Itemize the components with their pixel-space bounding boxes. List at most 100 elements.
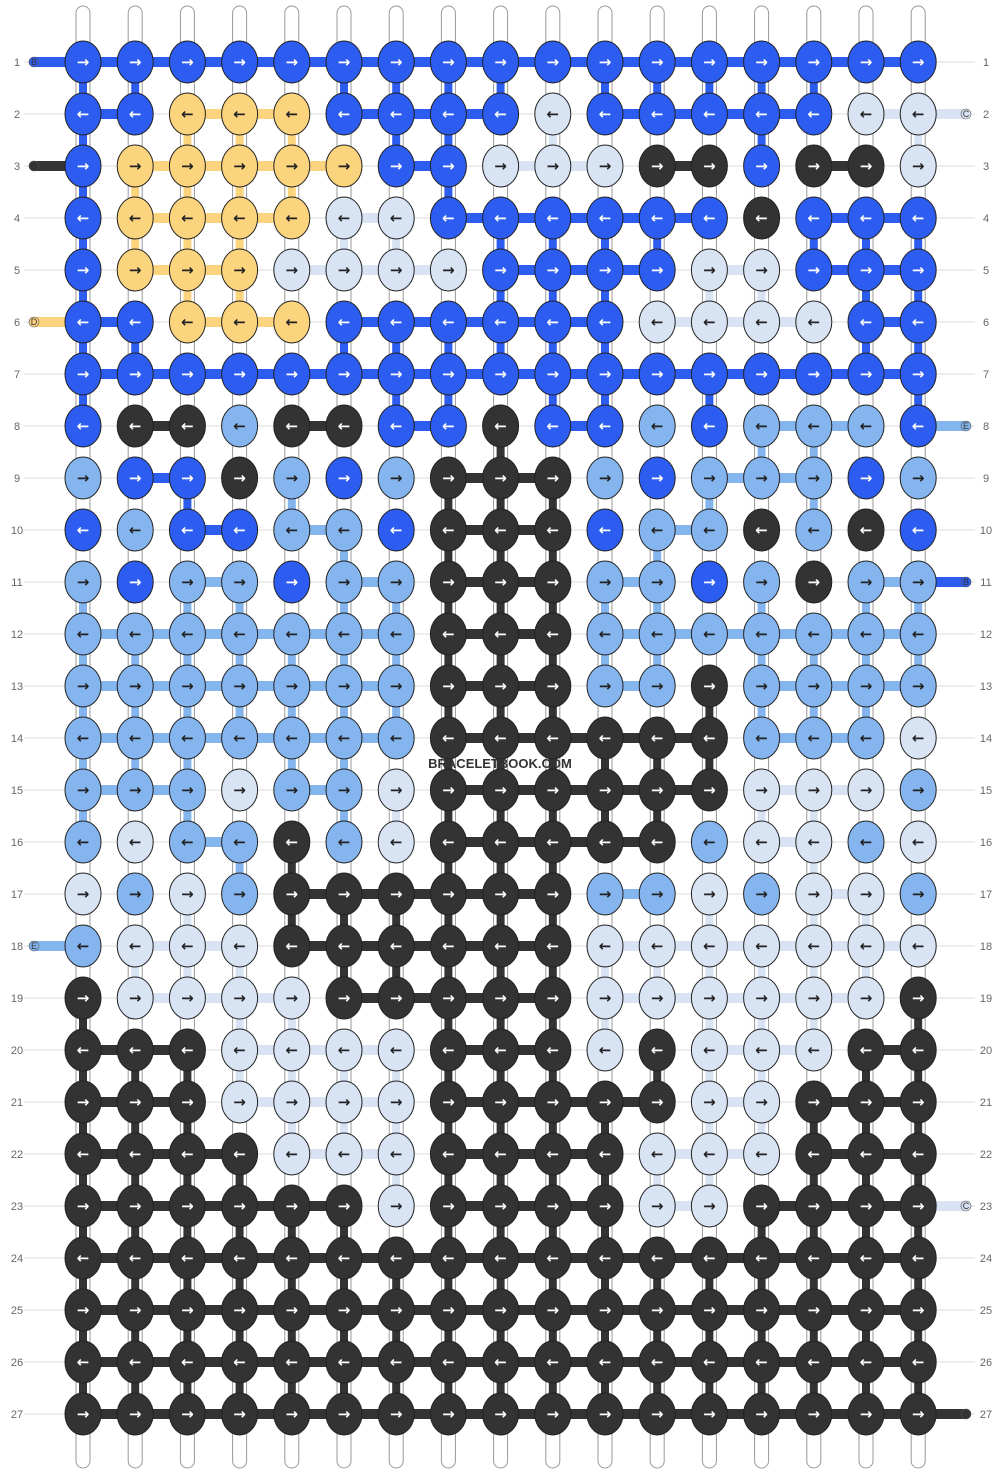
knot: → bbox=[273, 768, 311, 812]
arrow-left-icon: ← bbox=[286, 417, 299, 435]
knot-bead bbox=[168, 92, 206, 136]
knot: ← bbox=[168, 612, 206, 656]
arrow-right-icon: → bbox=[547, 157, 560, 175]
arrow-left-icon: ← bbox=[338, 1145, 351, 1163]
arrow-left-icon: ← bbox=[755, 833, 768, 851]
knot-bead bbox=[221, 196, 259, 240]
knot-bead bbox=[377, 820, 415, 864]
arrow-right-icon: → bbox=[390, 781, 403, 799]
knot-bead bbox=[221, 560, 259, 604]
knot: → bbox=[743, 352, 781, 396]
arrow-left-icon: ← bbox=[651, 625, 664, 643]
knot: ← bbox=[638, 300, 676, 344]
knot: → bbox=[168, 144, 206, 188]
knot-bead bbox=[221, 1184, 259, 1228]
arrow-right-icon: → bbox=[494, 1093, 507, 1111]
knot-bead bbox=[64, 144, 102, 188]
knot-bead bbox=[429, 92, 467, 136]
knot: → bbox=[273, 40, 311, 84]
knot-bead bbox=[168, 924, 206, 968]
knot-bead bbox=[221, 872, 259, 916]
arrow-left-icon: ← bbox=[547, 105, 560, 123]
arrow-right-icon: → bbox=[703, 365, 716, 383]
knot: ← bbox=[116, 1132, 154, 1176]
knot-bead bbox=[221, 40, 259, 84]
knot-bead bbox=[482, 352, 520, 396]
knot-bead bbox=[586, 1288, 624, 1332]
knot: ← bbox=[586, 92, 624, 136]
knot-bead bbox=[847, 560, 885, 604]
knot: ← bbox=[795, 1236, 833, 1280]
knot-bead bbox=[847, 404, 885, 448]
knot: → bbox=[325, 40, 363, 84]
arrow-left-icon: ← bbox=[494, 1145, 507, 1163]
knot: ← bbox=[273, 612, 311, 656]
row-number-left: 24 bbox=[11, 1253, 23, 1265]
knot: → bbox=[168, 560, 206, 604]
knot: ← bbox=[273, 1028, 311, 1072]
arrow-right-icon: → bbox=[77, 1197, 90, 1215]
arrow-right-icon: → bbox=[286, 157, 299, 175]
knot: → bbox=[743, 1184, 781, 1228]
knot: ← bbox=[168, 404, 206, 448]
knot: ← bbox=[847, 300, 885, 344]
knot: → bbox=[899, 248, 937, 292]
knot: ← bbox=[325, 92, 363, 136]
knot-bead bbox=[168, 456, 206, 500]
knot: ← bbox=[377, 300, 415, 344]
knot: ← bbox=[168, 1340, 206, 1384]
arrow-left-icon: ← bbox=[703, 937, 716, 955]
arrow-right-icon: → bbox=[77, 157, 90, 175]
knot: → bbox=[586, 976, 624, 1020]
arrow-left-icon: ← bbox=[181, 833, 194, 851]
knot: → bbox=[638, 144, 676, 188]
knot: → bbox=[116, 40, 154, 84]
arrow-left-icon: ← bbox=[442, 937, 455, 955]
arrow-right-icon: → bbox=[129, 677, 142, 695]
knot-bead bbox=[325, 404, 363, 448]
knot-bead bbox=[64, 248, 102, 292]
arrow-left-icon: ← bbox=[755, 937, 768, 955]
knot-bead bbox=[221, 300, 259, 344]
knot: → bbox=[638, 1184, 676, 1228]
knot-bead bbox=[325, 1340, 363, 1384]
knot: ← bbox=[168, 1236, 206, 1280]
knot-bead bbox=[325, 144, 363, 188]
knot: ← bbox=[221, 196, 259, 240]
knot: → bbox=[273, 352, 311, 396]
arrow-left-icon: ← bbox=[651, 833, 664, 851]
arrow-left-icon: ← bbox=[860, 1041, 873, 1059]
knot: → bbox=[273, 976, 311, 1020]
row-number-right: 2 bbox=[983, 109, 989, 121]
knot-bead bbox=[273, 248, 311, 292]
knot-bead bbox=[377, 612, 415, 656]
arrow-right-icon: → bbox=[755, 157, 768, 175]
knot-bead bbox=[847, 1288, 885, 1332]
arrow-left-icon: ← bbox=[233, 1249, 246, 1267]
arrow-left-icon: ← bbox=[912, 1353, 925, 1371]
knot-bead bbox=[899, 612, 937, 656]
arrow-right-icon: → bbox=[494, 157, 507, 175]
knot: ← bbox=[534, 1028, 572, 1072]
knot: → bbox=[795, 1080, 833, 1124]
knot: → bbox=[221, 40, 259, 84]
arrow-left-icon: ← bbox=[77, 417, 90, 435]
arrow-right-icon: → bbox=[338, 365, 351, 383]
knot: ← bbox=[690, 1132, 728, 1176]
knot: → bbox=[429, 1184, 467, 1228]
right-string-label: A bbox=[963, 1409, 969, 1419]
arrow-right-icon: → bbox=[755, 261, 768, 279]
arrow-right-icon: → bbox=[912, 365, 925, 383]
knot-bead bbox=[168, 1236, 206, 1280]
knot-bead bbox=[482, 196, 520, 240]
knot-bead bbox=[429, 1132, 467, 1176]
arrow-left-icon: ← bbox=[599, 937, 612, 955]
row-number-right: 27 bbox=[980, 1409, 992, 1421]
right-string-label: B bbox=[963, 577, 969, 587]
knot-bead bbox=[168, 248, 206, 292]
knot: → bbox=[534, 872, 572, 916]
arrow-right-icon: → bbox=[442, 989, 455, 1007]
knot: → bbox=[221, 976, 259, 1020]
knot: → bbox=[482, 352, 520, 396]
